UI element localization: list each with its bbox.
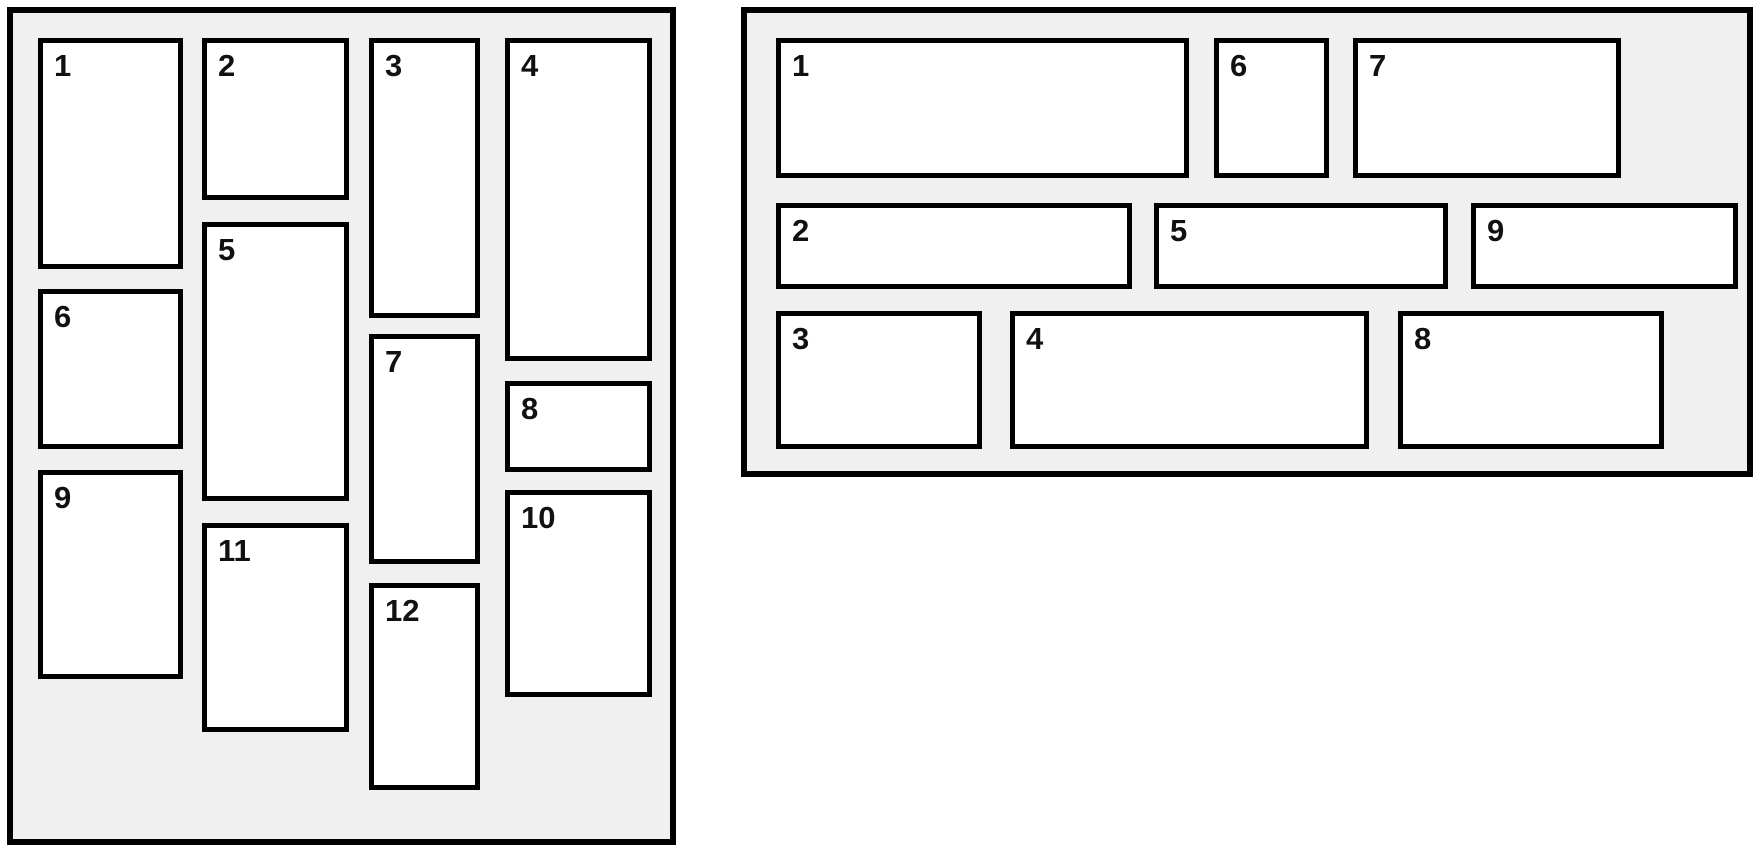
box-number-label: 3: [792, 321, 810, 356]
masonry-box-4: 4: [1010, 311, 1369, 449]
masonry-box-2: 2: [202, 38, 349, 200]
masonry-box-8: 8: [1398, 311, 1664, 449]
masonry-box-3: 3: [776, 311, 982, 449]
masonry-box-9: 9: [1471, 203, 1738, 289]
masonry-box-1: 1: [38, 38, 183, 269]
box-number-label: 8: [521, 391, 539, 426]
masonry-box-9: 9: [38, 470, 183, 679]
box-number-label: 3: [385, 48, 403, 83]
masonry-box-7: 7: [1353, 38, 1621, 178]
masonry-box-6: 6: [38, 289, 183, 449]
horizontal-masonry-panel: 1 2 3 4 5 6 7 8 9: [741, 7, 1753, 477]
box-number-label: 6: [1230, 48, 1248, 83]
box-number-label: 1: [54, 48, 72, 83]
masonry-box-7: 7: [369, 334, 480, 564]
box-number-label: 7: [385, 344, 403, 379]
masonry-box-3: 3: [369, 38, 480, 318]
box-number-label: 10: [521, 500, 556, 535]
masonry-box-1: 1: [776, 38, 1189, 178]
box-number-label: 4: [1026, 321, 1044, 356]
box-number-label: 5: [218, 232, 236, 267]
box-number-label: 11: [218, 533, 251, 568]
box-number-label: 12: [385, 593, 420, 628]
masonry-box-5: 5: [202, 222, 349, 501]
box-number-label: 6: [54, 299, 72, 334]
masonry-box-4: 4: [505, 38, 652, 361]
masonry-box-10: 10: [505, 490, 652, 697]
masonry-box-8: 8: [505, 381, 652, 472]
masonry-box-6: 6: [1214, 38, 1329, 178]
masonry-box-12: 12: [369, 583, 480, 790]
box-number-label: 4: [521, 48, 539, 83]
box-number-label: 8: [1414, 321, 1432, 356]
box-number-label: 7: [1369, 48, 1387, 83]
box-number-label: 2: [218, 48, 236, 83]
masonry-box-2: 2: [776, 203, 1132, 289]
box-number-label: 1: [792, 48, 810, 83]
box-number-label: 2: [792, 213, 810, 248]
box-number-label: 9: [54, 480, 72, 515]
box-number-label: 5: [1170, 213, 1188, 248]
masonry-box-11: 11: [202, 523, 349, 732]
box-number-label: 9: [1487, 213, 1505, 248]
masonry-box-5: 5: [1154, 203, 1448, 289]
